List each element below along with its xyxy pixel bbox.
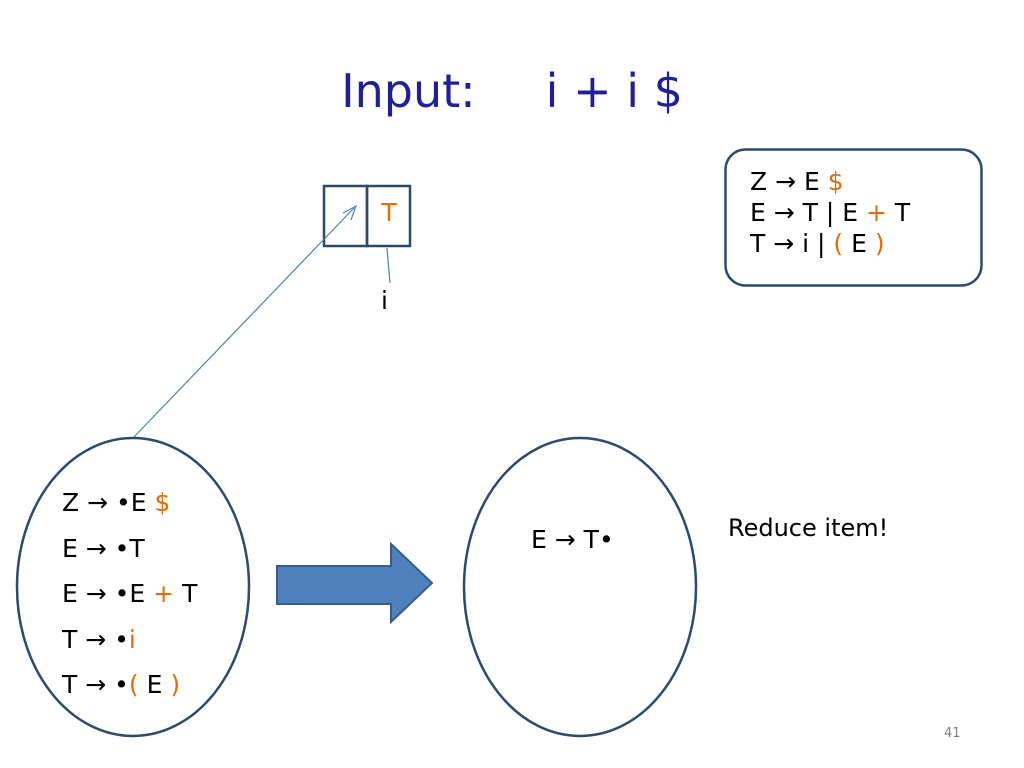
nonterminal-symbol: E: [130, 488, 147, 517]
rule-2-rhs-c: T: [894, 198, 911, 227]
arrow-icon: →: [775, 167, 797, 196]
nonterminal-symbol: T: [129, 533, 145, 563]
arrow-icon: →: [85, 533, 107, 563]
grammar-rule-2: E → T | E + T: [750, 197, 910, 228]
state-pointer-arrowhead: [342, 204, 358, 221]
item-rhs: T: [583, 525, 599, 554]
page-number: 41: [944, 726, 961, 741]
stack-top-symbol: T: [381, 198, 397, 227]
slide-title: Input: i + i $: [0, 64, 1024, 118]
item-lhs: Z: [62, 488, 80, 517]
dot-icon: •: [114, 533, 130, 563]
nonterminal-symbol: E: [129, 579, 146, 608]
rule-2-rhs-plus: +: [866, 198, 887, 227]
transition-arrow: [276, 541, 434, 625]
rule-3-rhs-b: E: [851, 229, 867, 258]
lr-item: Z → •E $: [62, 480, 197, 526]
state-pointer-line: [132, 207, 355, 439]
stack-input-symbol: i: [381, 286, 388, 315]
grammar-rule-3: T → i | ( E ): [750, 228, 910, 259]
terminal-symbol: i: [128, 624, 136, 654]
state-1-ellipse: [15, 436, 251, 738]
dot-icon: •: [598, 525, 614, 554]
rule-1-rhs-a: E: [804, 167, 820, 196]
nonterminal-symbol: E: [146, 670, 163, 699]
rule-2-rhs-b: E: [842, 198, 859, 227]
terminal-symbol: +: [153, 579, 175, 608]
rule-3-rhs-lparen: (: [833, 229, 844, 258]
terminal-symbol: $: [154, 488, 171, 517]
dot-icon: •: [114, 624, 129, 654]
rule-2-lhs: E: [750, 198, 766, 227]
stack-link-line: [386, 247, 391, 284]
nonterminal-symbol: T: [182, 579, 198, 608]
rule-1-lhs: Z: [750, 167, 768, 196]
arrow-icon: →: [85, 579, 107, 608]
item-lhs: E: [62, 579, 78, 608]
dot-icon: •: [114, 579, 130, 608]
rule-3-rhs-rparen: ): [874, 229, 885, 258]
rule-3-rhs-a: i |: [802, 229, 826, 258]
rule-2-rhs-a: T |: [802, 198, 835, 227]
rule-1-rhs-b: $: [827, 167, 844, 196]
lr-item: T → •i: [62, 617, 197, 663]
lr-item: E → •E + T: [62, 571, 197, 617]
state-2-item: E → T•: [531, 525, 614, 554]
lr-item: T → •( E ): [62, 662, 197, 708]
title-input-string: i + i $: [545, 64, 683, 118]
item-lhs: E: [62, 533, 78, 563]
title-label: Input:: [341, 64, 476, 118]
arrow-icon: →: [85, 670, 107, 699]
grammar-rule-1: Z → E $: [750, 166, 910, 197]
grammar-box: [724, 148, 983, 287]
dot-icon: •: [116, 488, 131, 517]
reduce-item-note: Reduce item!: [728, 514, 889, 542]
stack-cell-top: [365, 184, 412, 248]
arrow-icon: →: [87, 488, 109, 517]
arrow-icon: →: [85, 624, 107, 654]
state-2-ellipse: [462, 436, 698, 738]
arrow-icon: →: [554, 525, 576, 554]
item-lhs: T: [62, 670, 78, 699]
terminal-symbol: ): [170, 670, 181, 699]
arrow-icon: →: [773, 229, 795, 258]
terminal-symbol: (: [128, 670, 139, 699]
item-lhs: E: [531, 525, 547, 554]
item-lhs: T: [62, 624, 78, 654]
arrow-icon: →: [773, 198, 795, 227]
lr-item: E → •T: [62, 526, 197, 572]
dot-icon: •: [114, 670, 129, 699]
rule-3-lhs: T: [750, 229, 766, 258]
